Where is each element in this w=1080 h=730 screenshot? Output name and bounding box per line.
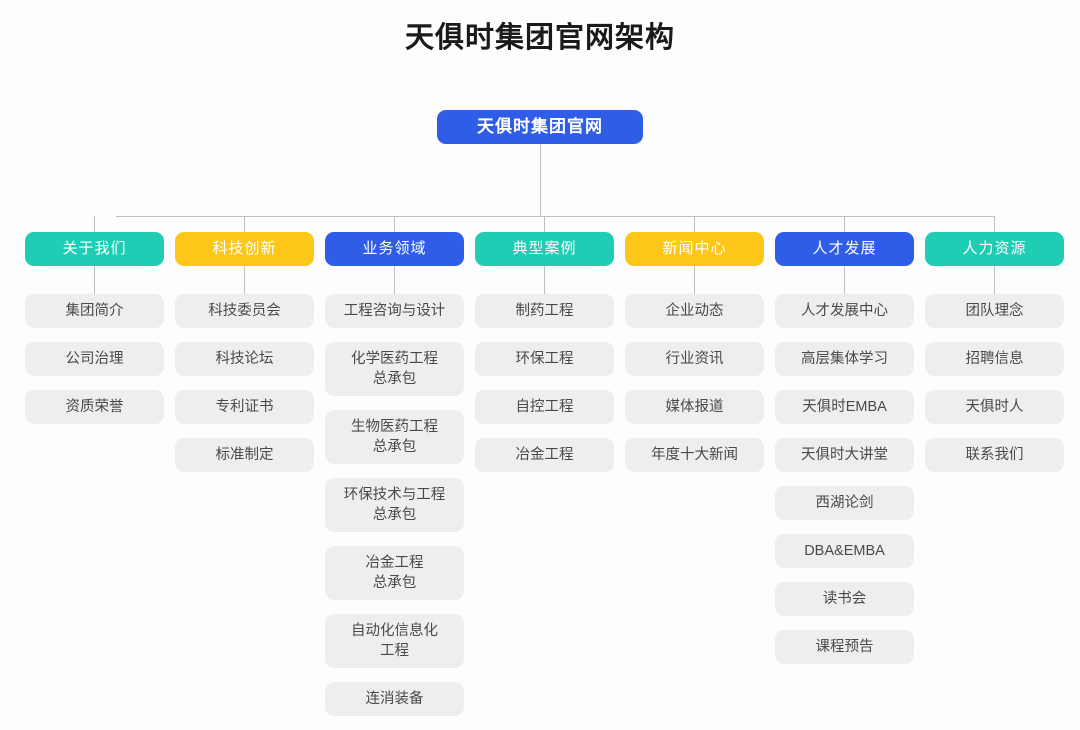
branch-item[interactable]: 公司治理 <box>25 342 164 376</box>
branch-item[interactable]: 天俱时大讲堂 <box>775 438 914 472</box>
branch-item[interactable]: 集团简介 <box>25 294 164 328</box>
branch-item[interactable]: 工程咨询与设计 <box>325 294 464 328</box>
branch-item[interactable]: 环保技术与工程 总承包 <box>325 478 464 532</box>
branch-drop-line <box>844 216 845 232</box>
root-node-company-website[interactable]: 天俱时集团官网 <box>437 110 643 144</box>
branch-drop-line <box>544 216 545 232</box>
org-chart-canvas: 天俱时集团官网架构 天俱时集团官网 关于我们集团简介公司治理资质荣誉科技创新科技… <box>25 22 1064 716</box>
branch-item[interactable]: 化学医药工程 总承包 <box>325 342 464 396</box>
branch-item[interactable]: 生物医药工程 总承包 <box>325 410 464 464</box>
branch-item[interactable]: 连消装备 <box>325 682 464 716</box>
branch-item[interactable]: 制药工程 <box>475 294 614 328</box>
branch-header-7[interactable]: 人力资源 <box>925 232 1064 266</box>
branch-stem-line <box>694 266 695 294</box>
branch-item[interactable]: 高层集体学习 <box>775 342 914 376</box>
branch-drop-line <box>394 216 395 232</box>
branch-item[interactable]: 行业资讯 <box>625 342 764 376</box>
branch-stem-line <box>94 266 95 294</box>
branch-item-list: 团队理念招聘信息天俱时人联系我们 <box>925 294 1064 486</box>
branch-item-list: 工程咨询与设计化学医药工程 总承包生物医药工程 总承包环保技术与工程 总承包冶金… <box>325 294 464 730</box>
branch-item[interactable]: 读书会 <box>775 582 914 616</box>
branch-stem-line <box>394 266 395 294</box>
branch-item[interactable]: 专利证书 <box>175 390 314 424</box>
branch-stem-line <box>244 266 245 294</box>
branch-item[interactable]: 联系我们 <box>925 438 1064 472</box>
branch-header-3[interactable]: 业务领域 <box>325 232 464 266</box>
branch-item[interactable]: 天俱时人 <box>925 390 1064 424</box>
branch-drop-line <box>244 216 245 232</box>
branch-item[interactable]: 资质荣誉 <box>25 390 164 424</box>
branch-item[interactable]: 企业动态 <box>625 294 764 328</box>
branch-item[interactable]: DBA&EMBA <box>775 534 914 568</box>
branch-header-4[interactable]: 典型案例 <box>475 232 614 266</box>
branch-item[interactable]: 冶金工程 <box>475 438 614 472</box>
branch-stem-line <box>544 266 545 294</box>
branch-item[interactable]: 课程预告 <box>775 630 914 664</box>
horizontal-bus-line <box>116 216 994 217</box>
branch-item[interactable]: 科技委员会 <box>175 294 314 328</box>
branch-item-list: 企业动态行业资讯媒体报道年度十大新闻 <box>625 294 764 486</box>
branch-drop-line <box>94 216 95 232</box>
branch-header-5[interactable]: 新闻中心 <box>625 232 764 266</box>
branch-item[interactable]: 科技论坛 <box>175 342 314 376</box>
branch-item[interactable]: 标准制定 <box>175 438 314 472</box>
branch-item[interactable]: 招聘信息 <box>925 342 1064 376</box>
branch-drop-line <box>694 216 695 232</box>
branch-item[interactable]: 西湖论剑 <box>775 486 914 520</box>
branch-item[interactable]: 自控工程 <box>475 390 614 424</box>
branch-header-1[interactable]: 关于我们 <box>25 232 164 266</box>
branch-item[interactable]: 冶金工程 总承包 <box>325 546 464 600</box>
branch-stem-line <box>844 266 845 294</box>
branch-header-6[interactable]: 人才发展 <box>775 232 914 266</box>
branch-item[interactable]: 自动化信息化 工程 <box>325 614 464 668</box>
branch-item[interactable]: 年度十大新闻 <box>625 438 764 472</box>
branch-item[interactable]: 团队理念 <box>925 294 1064 328</box>
page-title: 天俱时集团官网架构 <box>404 22 675 54</box>
branch-item-list: 人才发展中心高层集体学习天俱时EMBA 天俱时大讲堂西湖论剑 DBA&EMBA 读书会… <box>775 294 914 678</box>
branch-drop-line <box>994 216 995 232</box>
branch-item-list: 科技委员会科技论坛专利证书标准制定 <box>175 294 314 486</box>
branch-item-list: 制药工程环保工程自控工程冶金工程 <box>475 294 614 486</box>
branch-item[interactable]: 媒体报道 <box>625 390 764 424</box>
branch-item[interactable]: 人才发展中心 <box>775 294 914 328</box>
branch-item[interactable]: 环保工程 <box>475 342 614 376</box>
root-stem-line <box>540 144 541 216</box>
branch-item-list: 集团简介公司治理资质荣誉 <box>25 294 164 438</box>
branch-stem-line <box>994 266 995 294</box>
branch-item[interactable]: 天俱时EMBA <box>775 390 914 424</box>
branch-header-2[interactable]: 科技创新 <box>175 232 314 266</box>
